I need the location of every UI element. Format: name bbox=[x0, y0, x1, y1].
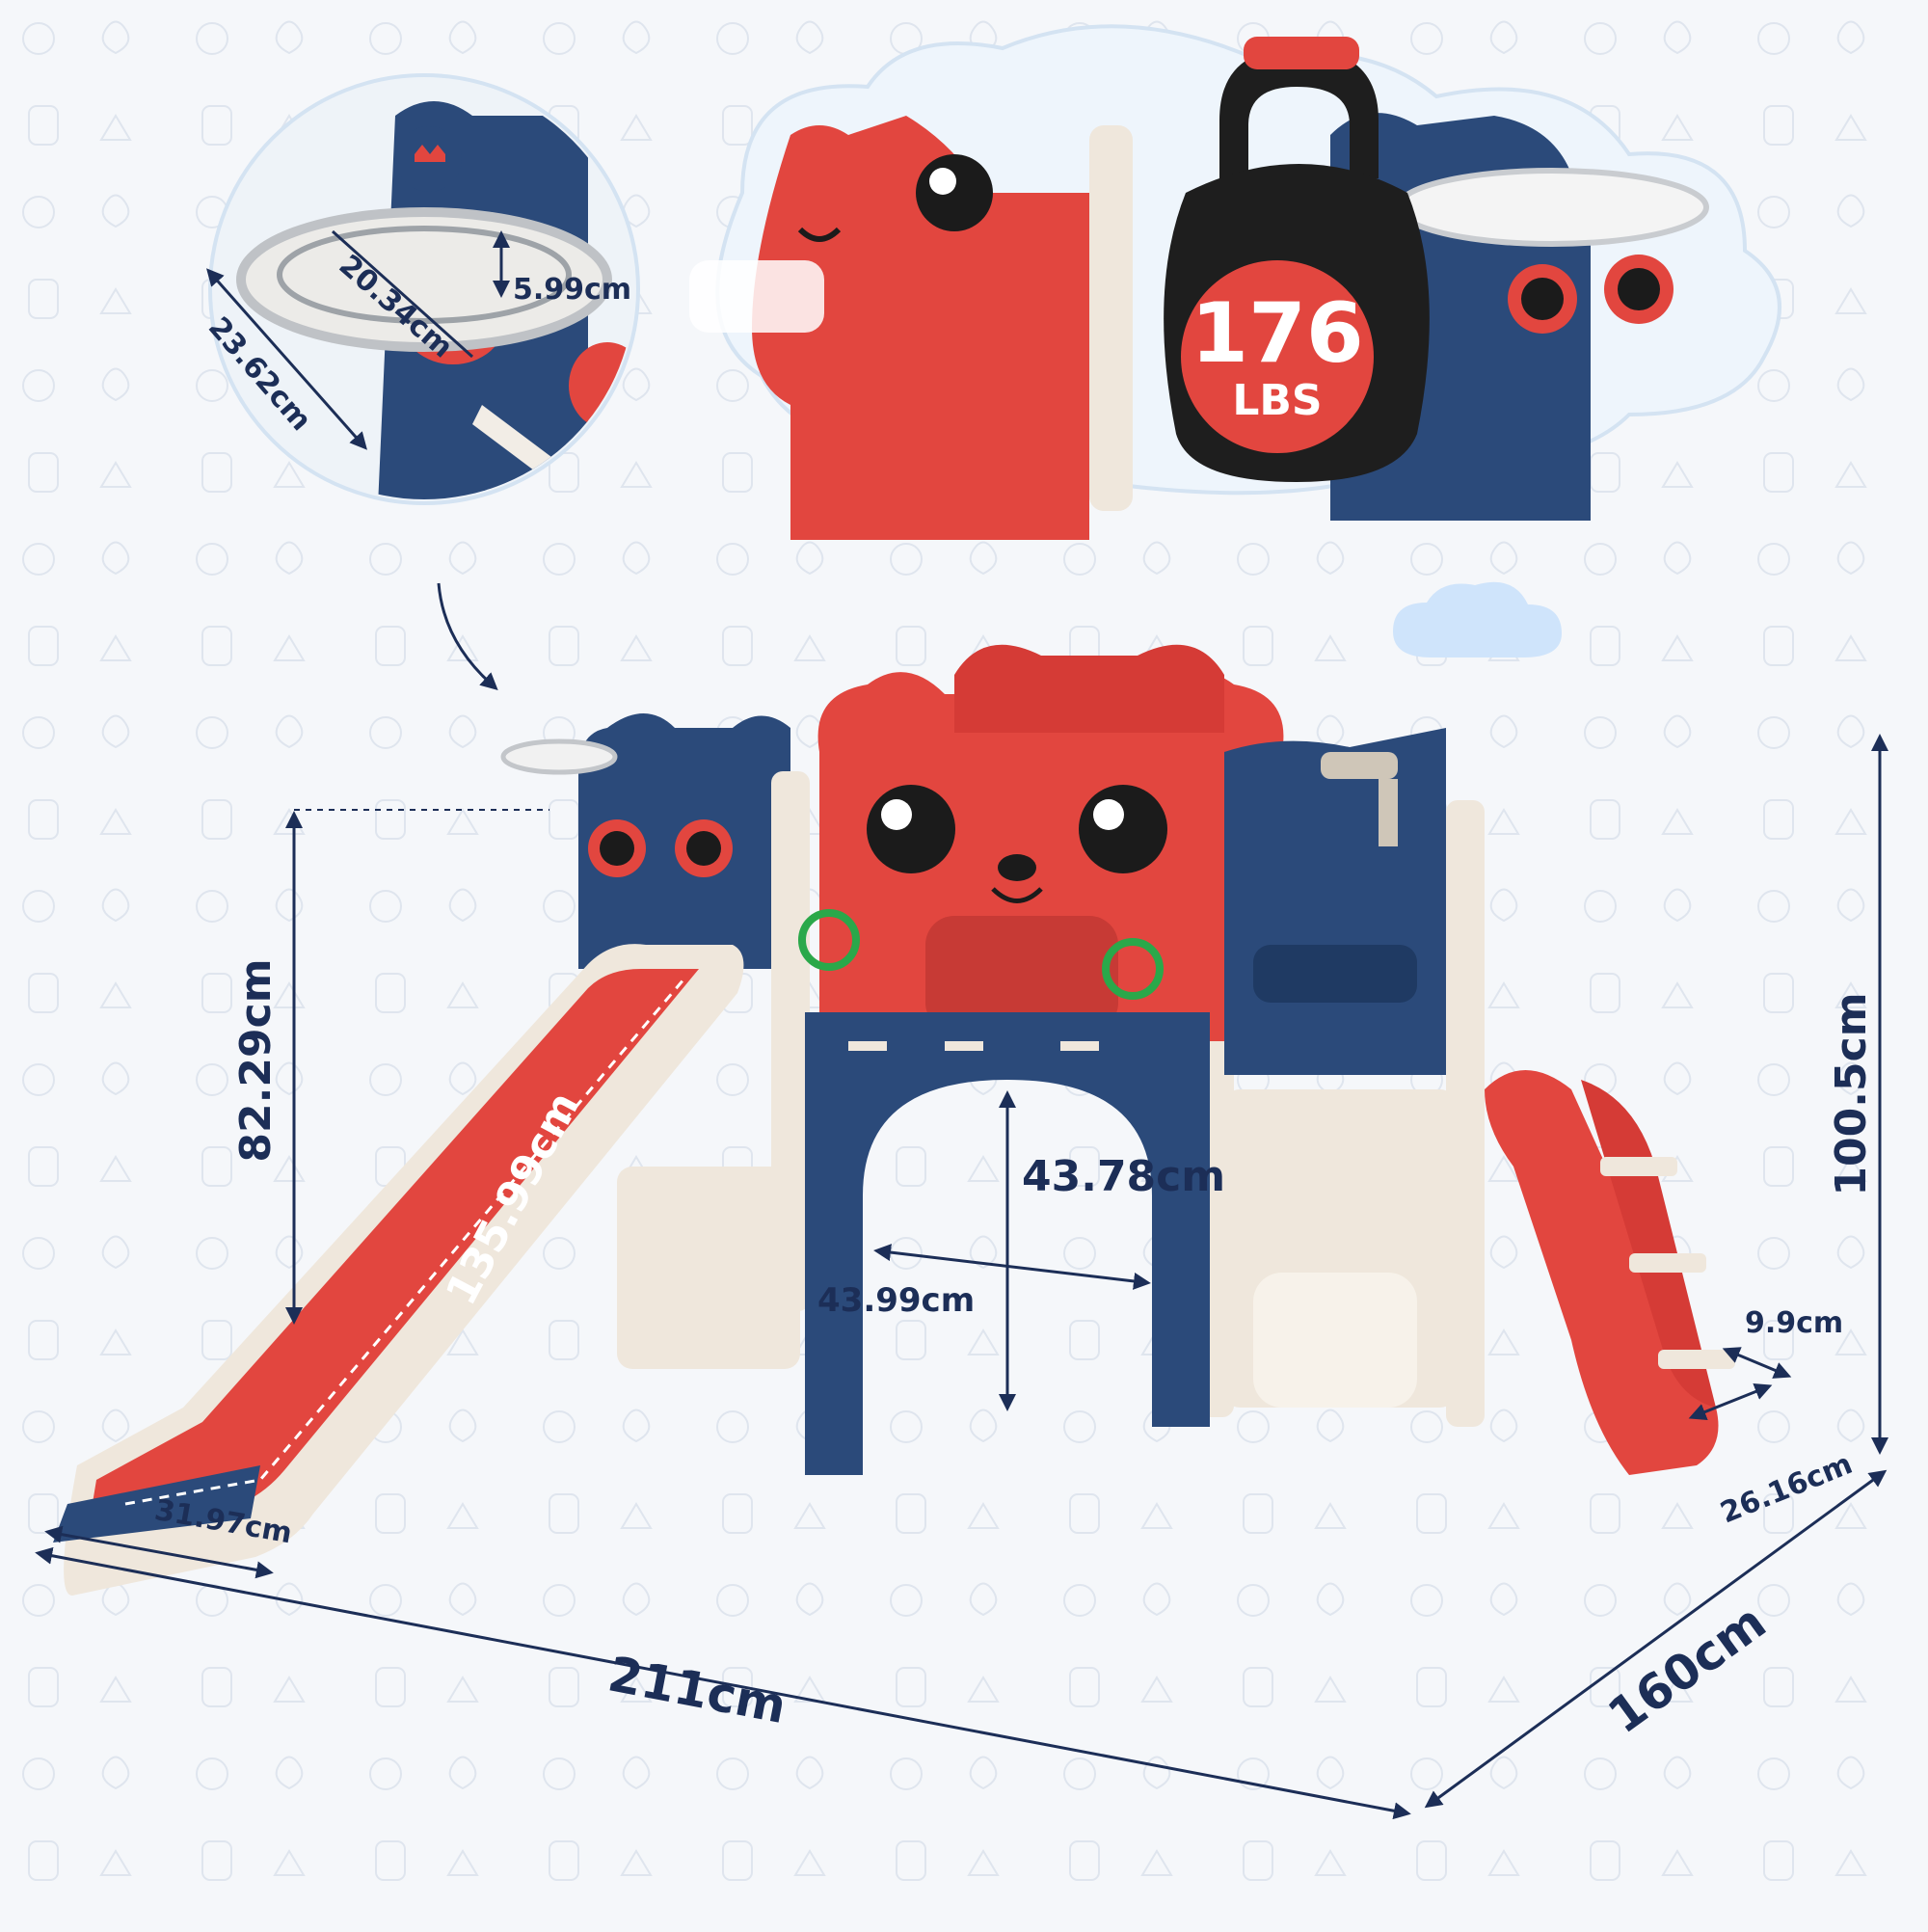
playset-illustration bbox=[53, 644, 1735, 1596]
deck-height-label: 82.29cm bbox=[231, 958, 281, 1162]
pointer-arrow-icon bbox=[437, 582, 498, 691]
hoop-depth-label: 5.99cm bbox=[513, 273, 631, 307]
arch-width-label: 43.99cm bbox=[817, 1281, 975, 1320]
step-depth-label: 9.9cm bbox=[1745, 1306, 1843, 1340]
weight-unit: LBS bbox=[1232, 376, 1322, 425]
arch-height-label: 43.78cm bbox=[1022, 1152, 1225, 1201]
small-cloud-icon bbox=[1393, 581, 1562, 657]
total-height-label: 100.5cm bbox=[1827, 992, 1876, 1195]
weight-value: 176 bbox=[1191, 285, 1364, 382]
weight-capacity-inset: 176 LBS bbox=[689, 24, 1781, 540]
hoop-inset: 5.99cm 20.34cm 23.62cm bbox=[201, 73, 640, 505]
